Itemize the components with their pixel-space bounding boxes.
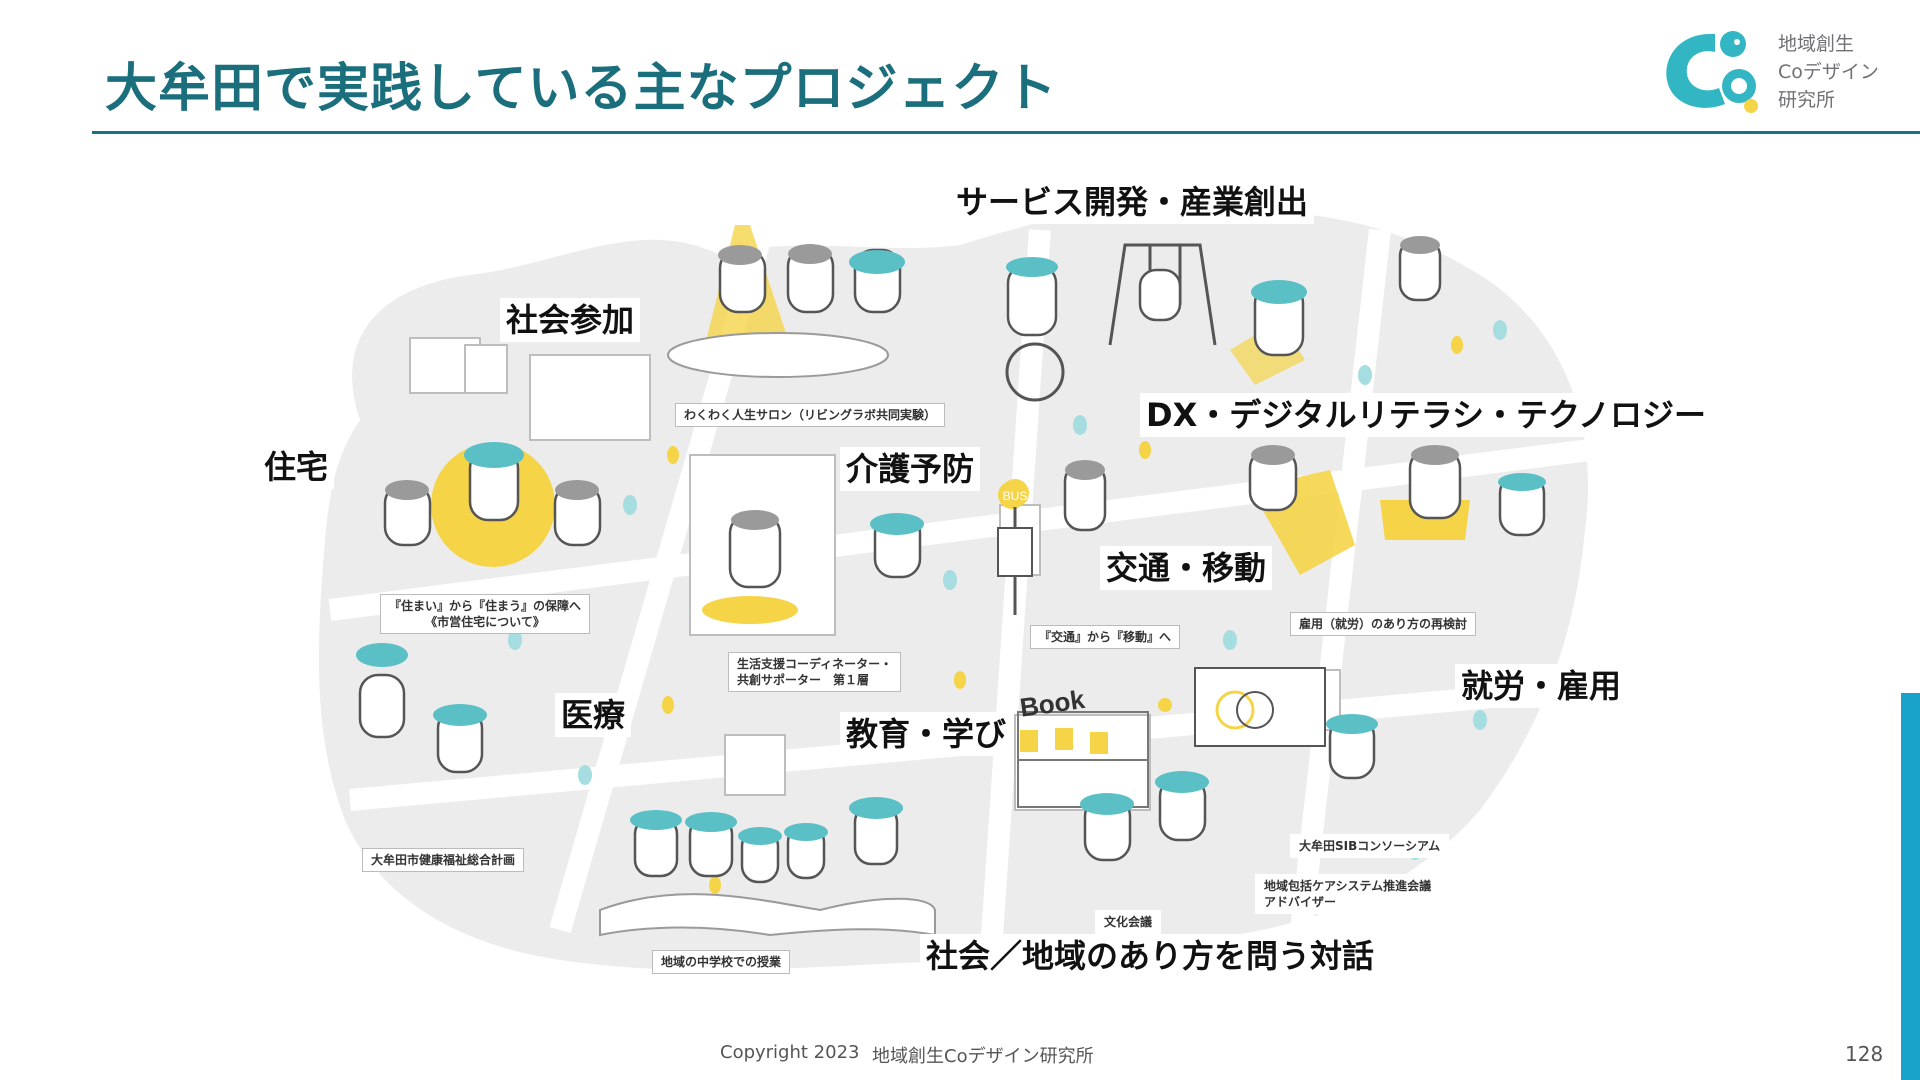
side-accent-bar <box>1901 693 1920 1080</box>
caption-transport: 『交通』から『移動』へ <box>1030 625 1181 649</box>
footer-copyright: Copyright 2023 <box>720 1042 860 1063</box>
caption-school: 地域の中学校での授業 <box>652 950 791 974</box>
caption-culture: 文化会議 <box>1095 910 1162 934</box>
caption-health-plan: 大牟田市健康福祉総合計画 <box>362 848 525 872</box>
heading-employment: 就労・雇用 <box>1455 664 1628 708</box>
heading-housing: 住宅 <box>258 445 335 489</box>
page-number: 128 <box>1845 1042 1884 1066</box>
logo-text: 地域創生 Coデザイン 研究所 <box>1778 33 1879 111</box>
heading-medical: 医療 <box>555 693 632 737</box>
heading-service-development: サービス開発・産業創出 <box>950 180 1315 224</box>
heading-dialogue: 社会／地域のあり方を問う対話 <box>920 934 1381 978</box>
logo-icon <box>1666 31 1758 113</box>
caption-housing: 『住まい』から『住まう』の保障へ 《市営住宅について》 <box>380 594 591 634</box>
heading-care-prevention: 介護予防 <box>840 447 981 491</box>
caption-sib: 大牟田SIBコンソーシアム <box>1290 834 1450 858</box>
heading-transport-mobility: 交通・移動 <box>1100 546 1273 590</box>
caption-coordinator: 生活支援コーディネーター・ 共創サポーター 第１層 <box>728 652 902 692</box>
bus-sign-text: BUS <box>1003 489 1028 503</box>
heading-education: 教育・学び <box>840 712 1013 756</box>
caption-care-system: 地域包括ケアシステム推進会議 アドバイザー <box>1255 874 1441 914</box>
heading-social-participation: 社会参加 <box>500 298 641 342</box>
caption-employment: 雇用（就労）のあり方の再検討 <box>1290 612 1477 636</box>
heading-dx-technology: DX・デジタルリテラシ・テクノロジー <box>1140 393 1713 437</box>
slide-title: 大牟田で実践している主なプロジェクト <box>105 59 1058 119</box>
footer-organization: 地域創生Coデザイン研究所 <box>872 1046 1094 1067</box>
title-underline <box>92 131 1920 134</box>
caption-salon: わくわく人生サロン（リビングラボ共同実験） <box>675 403 946 427</box>
